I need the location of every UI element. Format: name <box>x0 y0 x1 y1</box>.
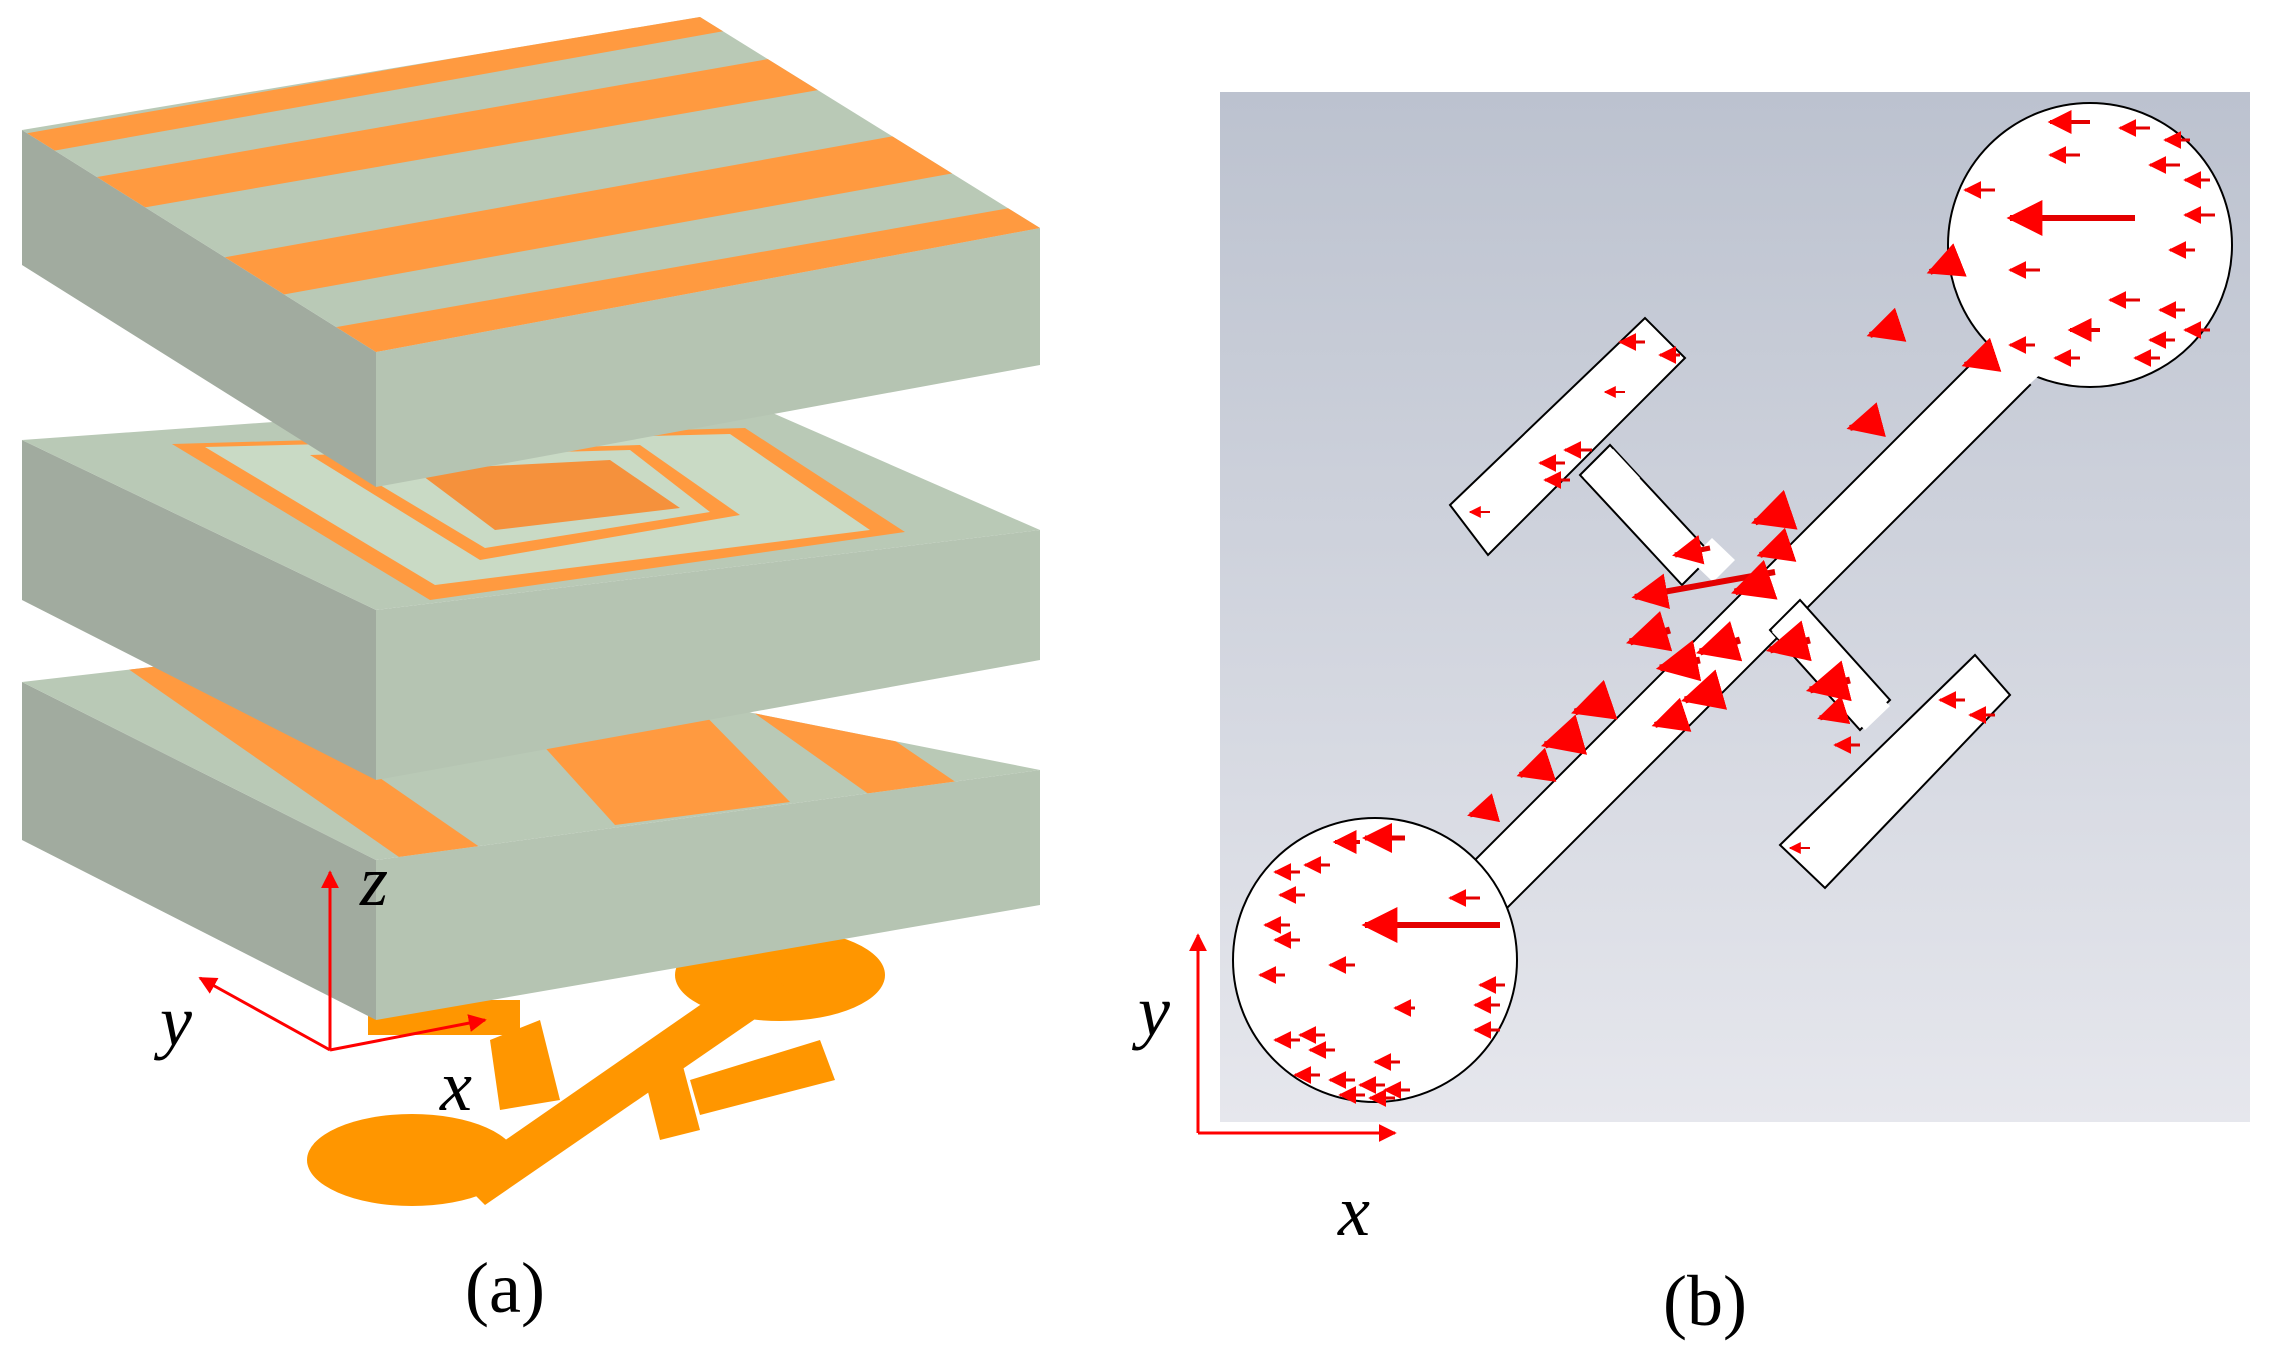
panel-a-3d-stack: z y x (a) <box>22 17 1040 1328</box>
surface-current-arrows <box>1258 110 2215 1107</box>
substrate-layer-top <box>22 17 1040 487</box>
coordinate-axes-a <box>198 870 487 1052</box>
axis-label-y: y <box>153 981 192 1061</box>
axis-label-x: x <box>439 1046 472 1126</box>
antenna-joins <box>1440 318 2045 940</box>
axis-label-y-b: y <box>1131 971 1170 1051</box>
coordinate-axes-b <box>1189 933 1397 1142</box>
axis-label-x-b: x <box>1337 1171 1370 1251</box>
axis-label-z: z <box>359 841 388 921</box>
caption-b: (b) <box>1663 1261 1747 1341</box>
panel-b-current-distribution: y x (b) <box>1131 92 2250 1341</box>
caption-a: (a) <box>465 1248 545 1328</box>
